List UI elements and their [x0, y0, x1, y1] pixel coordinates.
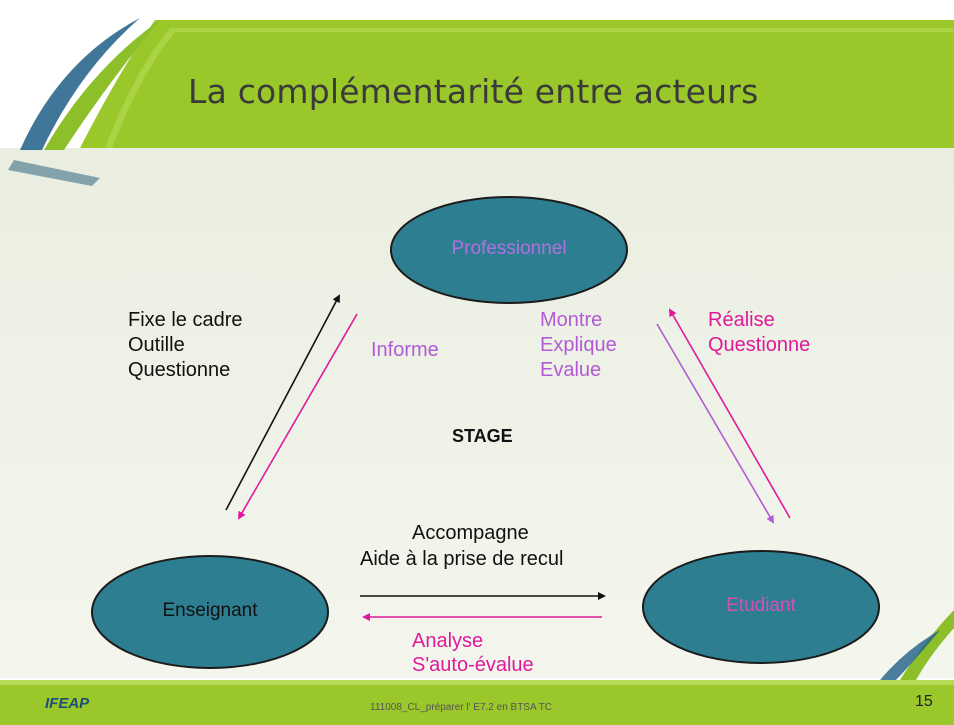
- label-pro-to-etudiant-2: Explique: [540, 334, 617, 356]
- page-number: 15: [915, 693, 933, 710]
- label-pro-to-enseignant: Informe: [371, 339, 439, 361]
- center-label-stage: STAGE: [452, 426, 513, 446]
- label-pro-to-etudiant-1: Montre: [540, 309, 603, 331]
- arrow-pro-to-etudiant: [656, 323, 775, 524]
- label-etudiant-to-pro-1: Réalise: [708, 309, 775, 331]
- node-etudiant-shape: [642, 550, 880, 664]
- label-etudiant-to-enseignant-2: S'auto-évalue: [412, 654, 534, 676]
- label-pro-to-etudiant-3: Evalue: [540, 359, 602, 381]
- label-enseignant-to-pro-3: Questionne: [128, 359, 231, 381]
- footer-text: 111008_CL_préparer l' E7.2 en BTSA TC: [370, 702, 553, 713]
- label-etudiant-to-enseignant-1: Analyse: [412, 630, 484, 652]
- footer-swoosh-blue: [880, 630, 940, 680]
- arrow-enseignant-to-pro: [225, 294, 340, 511]
- arrow-pro-to-enseignant: [237, 313, 358, 520]
- node-enseignant-label: Enseignant: [162, 600, 258, 621]
- label-enseignant-to-pro-2: Outille: [128, 334, 185, 356]
- header-band: [80, 20, 954, 148]
- node-professionnel-shape: [390, 196, 628, 304]
- header-swoosh-left-arrow: [8, 160, 100, 186]
- node-enseignant-shape: [91, 555, 329, 669]
- footer-band: [0, 680, 954, 725]
- header-swoosh-green: [44, 20, 160, 150]
- label-enseignant-to-etudiant-1: Accompagne: [412, 522, 529, 544]
- node-etudiant-label: Etudiant: [726, 595, 796, 616]
- ifeap-logo: IFEAP: [45, 695, 90, 712]
- arrow-etudiant-to-pro: [669, 308, 791, 519]
- label-enseignant-to-etudiant-2: Aide à la prise de recul: [360, 548, 564, 570]
- label-enseignant-to-pro-1: Fixe le cadre: [128, 309, 243, 331]
- node-professionnel-label: Professionnel: [451, 238, 567, 259]
- label-etudiant-to-pro-2: Questionne: [708, 334, 811, 356]
- slide-title: La complémentarité entre acteurs: [188, 72, 759, 111]
- header-swoosh-blue: [20, 18, 140, 150]
